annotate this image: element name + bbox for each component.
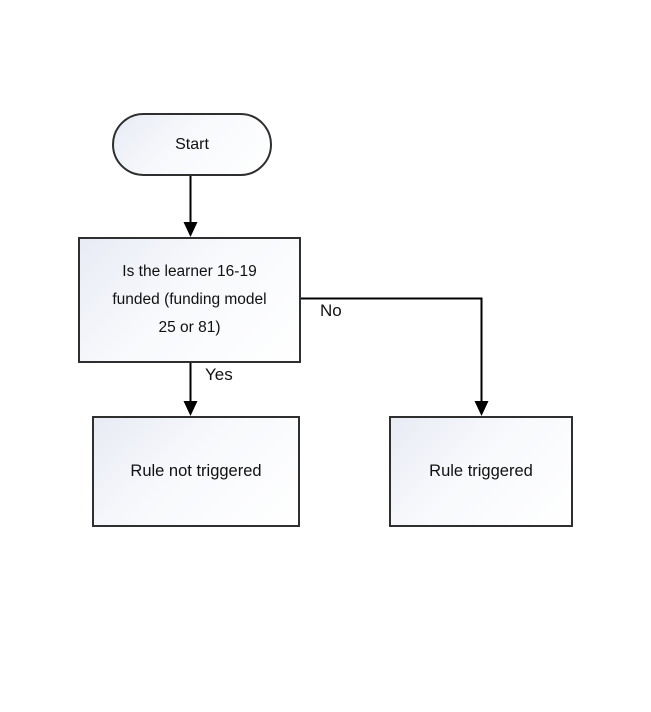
node-decision: Is the learner 16-19 funded (funding mod… [78,237,301,363]
node-decision-line-3: 25 or 81) [158,319,221,336]
node-rule-triggered-label: Rule triggered [429,462,533,480]
node-rule-triggered: Rule triggered [389,416,573,527]
node-rule-not-triggered: Rule not triggered [92,416,300,527]
connector-decision-yes [183,363,198,416]
node-decision-line-2: funded (funding model [112,291,267,308]
edge-label-yes: Yes [205,365,233,384]
node-start-label: Start [175,135,209,153]
node-decision-label: Is the learner 16-19 funded (funding mod… [112,258,266,342]
node-rule-not-triggered-label: Rule not triggered [130,462,262,480]
connector-start-to-decision [183,176,198,237]
node-decision-line-1: Is the learner 16-19 [122,263,257,280]
node-start: Start [112,113,272,176]
edge-label-no: No [320,301,342,320]
